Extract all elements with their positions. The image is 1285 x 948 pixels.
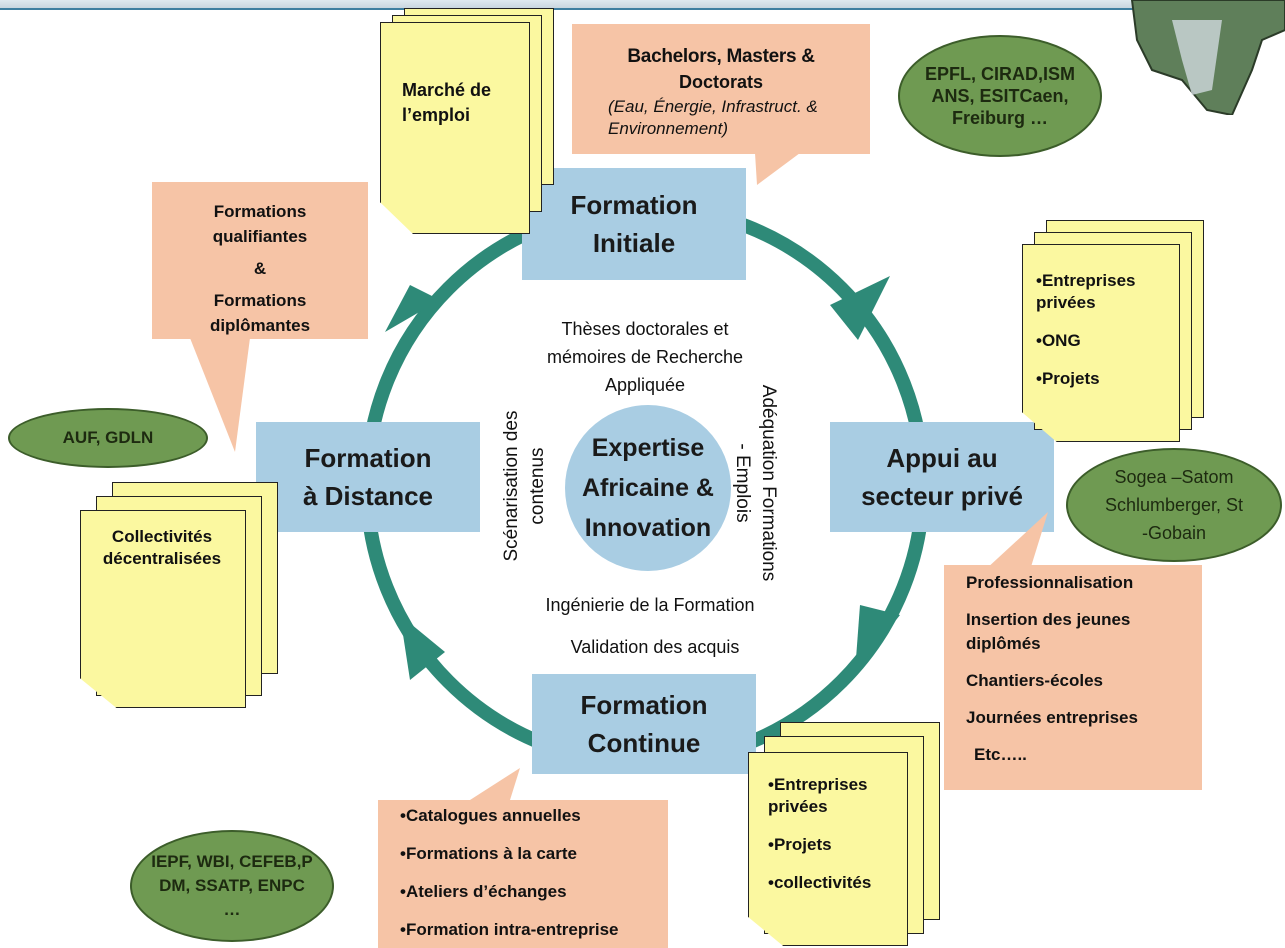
top-header-bar [0, 0, 1285, 10]
callout-qualifiantes: Formations qualifiantes & Formations dip… [152, 182, 368, 339]
box-appui-secteur-prive: Appui au secteur privé [830, 422, 1054, 532]
box-formation-continue: Formation Continue [532, 674, 756, 774]
box-formation-initiale: Formation Initiale [522, 168, 746, 280]
center-line-2: Africaine & [582, 474, 714, 502]
callout-degrees: Bachelors, Masters & Doctorats (Eau, Éne… [572, 24, 870, 154]
arrow-bottom-right [855, 605, 900, 672]
oval-epfl-partners: EPFL, CIRAD,ISM ANS, ESITCaen, Freiburg … [898, 35, 1102, 157]
oval-iepf-partners: IEPF, WBI, CEFEB,P DM, SSATP, ENPC … [130, 830, 334, 942]
africa-map-image [1130, 0, 1285, 115]
callout-professionnalisation: Professionnalisation Insertion des jeune… [944, 565, 1202, 790]
arrow-top-right [830, 276, 890, 340]
oval-auf-gdln: AUF, GDLN [8, 408, 208, 468]
inner-label-top: Thèses doctorales et mémoires de Recherc… [546, 319, 744, 395]
center-line-1: Expertise [591, 434, 705, 462]
arrow-top-left [385, 285, 440, 332]
center-circle: Expertise Africaine & Innovation [565, 405, 731, 571]
box-formation-distance: Formation à Distance [256, 422, 480, 532]
oval-sogea-partners: Sogea –Satom Schlumberger, St -Gobain [1066, 448, 1282, 562]
callout-catalogues: •Catalogues annuelles •Formations à la c… [378, 800, 668, 948]
inner-label-validation: Validation des acquis [570, 637, 740, 657]
center-line-3: Innovation [584, 514, 712, 542]
arrow-bottom-left [400, 615, 445, 680]
inner-label-ingenierie: Ingénierie de la Formation [545, 595, 755, 615]
